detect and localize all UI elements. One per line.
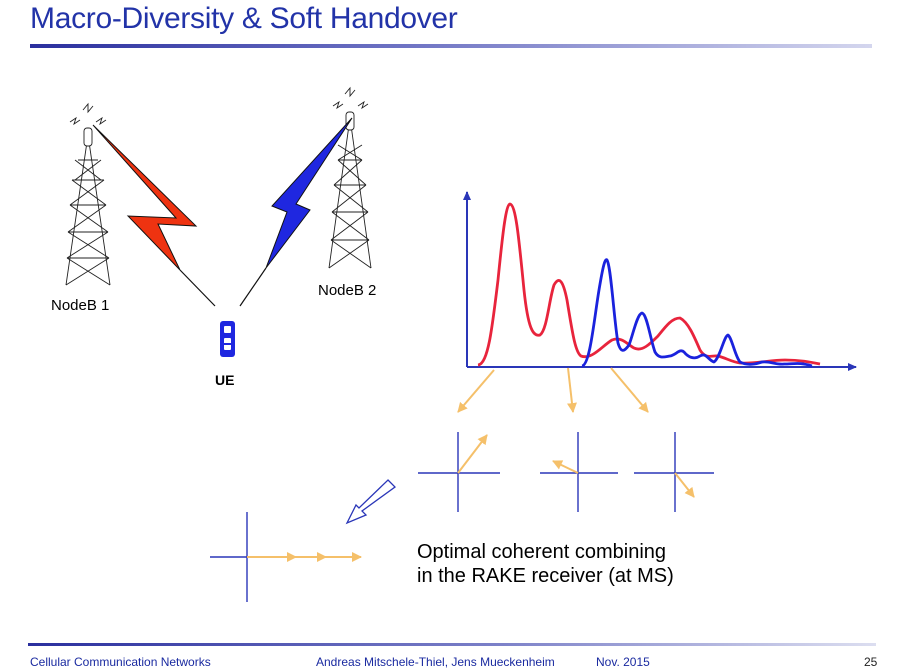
nodeb1-radio-link — [92, 124, 216, 307]
combined-signal-phasor — [210, 512, 362, 602]
footer-authors: Andreas Mitschele-Thiel, Jens Mueckenhei… — [316, 655, 555, 669]
title-underline — [30, 44, 872, 48]
combining-hollow-arrow-icon — [345, 479, 396, 525]
rake-finger-1-phasor — [418, 432, 500, 512]
nodeb2-radio-link — [239, 117, 353, 307]
rake-finger-2-phasor — [540, 432, 618, 512]
rake-finger-3-phasor — [634, 432, 714, 512]
nodeb2-delay-profile — [581, 258, 813, 368]
footer-date: Nov. 2015 — [596, 655, 650, 669]
caption-line-1: Optimal coherent combining — [417, 541, 667, 563]
slide-title: Macro-Diversity & Soft Handover — [30, 2, 458, 35]
ue-label: UE — [215, 372, 235, 388]
nodeb2-label: NodeB 2 — [318, 282, 377, 299]
ue-phone-icon — [220, 321, 235, 357]
caption-line-2: in the RAKE receiver (at MS) — [417, 565, 674, 587]
rake-finger-assignment-arrows — [457, 367, 649, 413]
nodeb1-label: NodeB 1 — [51, 297, 110, 314]
nodeb1-delay-profile — [477, 202, 821, 367]
delay-profile-axes — [463, 191, 857, 371]
nodeb2-tower-icon — [328, 86, 372, 269]
footer-rule — [28, 643, 876, 646]
footer-course: Cellular Communication Networks — [30, 655, 211, 669]
footer-page-number: 25 — [864, 655, 878, 669]
nodeb1-tower-icon — [65, 102, 111, 286]
rake-combining-caption: Optimal coherent combining in the RAKE r… — [417, 540, 674, 588]
